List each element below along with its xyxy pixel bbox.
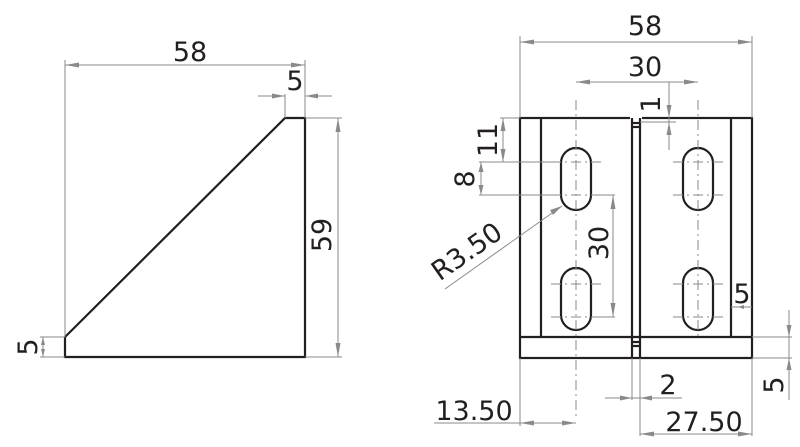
dim-half-width: 27.50 <box>665 407 742 438</box>
side-view: 58 5 59 5 <box>13 37 342 359</box>
dim-slot-spacing-horizontal: 30 <box>628 52 662 83</box>
dim-side-overall-width: 58 <box>173 37 207 68</box>
dim-top-to-slot: 11 <box>473 123 504 157</box>
dim-front-overall-width: 58 <box>628 11 662 42</box>
dim-side-height: 59 <box>307 218 338 252</box>
dim-base-thickness: 5 <box>759 376 790 393</box>
dim-center-gap-offset: 1 <box>636 95 667 112</box>
dim-slot-length: 8 <box>450 170 481 187</box>
side-view-outline <box>63 116 307 359</box>
dim-side-flange-width: 5 <box>733 279 750 310</box>
dim-side-top-flat: 5 <box>286 66 303 97</box>
dim-center-gap-width: 2 <box>659 370 676 401</box>
dim-side-bottom-flat: 5 <box>13 338 44 355</box>
dim-edge-to-slot-center: 13.50 <box>435 396 512 427</box>
dim-slot-spacing-vertical: 30 <box>584 226 615 260</box>
dim-slot-radius: R3.50 <box>426 217 508 288</box>
front-view-outline <box>518 116 754 360</box>
front-view: 58 30 1 11 8 R3.50 30 5 5 13.50 2 27.50 <box>426 11 792 438</box>
